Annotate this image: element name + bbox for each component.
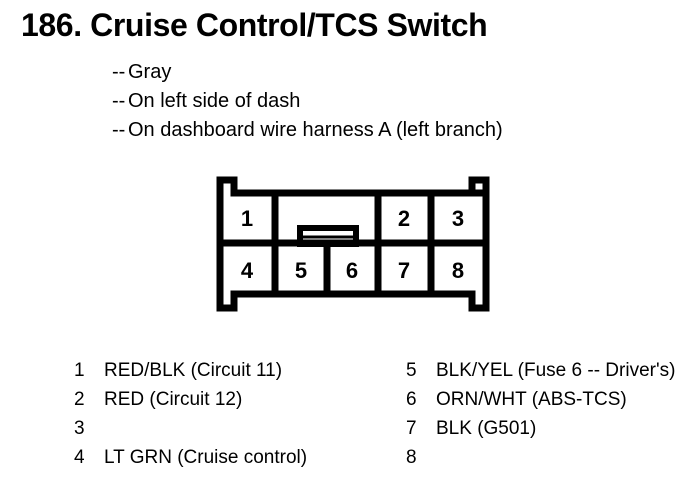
cavity-label-4: 4	[241, 258, 254, 283]
legend-pin-desc: BLK (G501)	[436, 418, 537, 439]
legend-row: 6 ORN/WHT (ABS-TCS)	[406, 385, 688, 414]
legend-pin-number: 3	[74, 418, 85, 439]
bullet-dash-icon: --	[112, 61, 126, 83]
note-item: -- Gray	[112, 58, 503, 87]
cavity-label-7: 7	[398, 258, 410, 283]
legend-pin-number: 1	[74, 360, 85, 381]
legend-pin-desc: ORN/WHT (ABS-TCS)	[436, 389, 627, 410]
pin-legend-right: 5 BLK/YEL (Fuse 6 -- Driver's) 6 ORN/WHT…	[406, 356, 688, 472]
connector-diagram: 1 2 3 4 5 6 7 8	[212, 174, 494, 314]
legend-pin-number: 6	[406, 389, 417, 410]
legend-row: 3	[74, 414, 394, 443]
page-title: 186. Cruise Control/TCS Switch	[21, 7, 488, 43]
legend-pin-number: 4	[74, 447, 85, 468]
cavity-label-6: 6	[346, 258, 358, 283]
legend-pin-number: 8	[406, 447, 417, 468]
bullet-dash-icon: --	[112, 90, 126, 112]
legend-row: 5 BLK/YEL (Fuse 6 -- Driver's)	[406, 356, 688, 385]
connector-shell-outline	[216, 176, 490, 312]
bullet-dash-icon: --	[112, 119, 126, 141]
legend-pin-number: 7	[406, 418, 417, 439]
legend-pin-desc: RED/BLK (Circuit 11)	[104, 360, 283, 381]
cavity-label-8: 8	[452, 258, 464, 283]
legend-pin-desc: RED (Circuit 12)	[104, 389, 243, 410]
legend-row: 4 LT GRN (Cruise control)	[74, 443, 394, 472]
note-item: -- On dashboard wire harness A (left bra…	[112, 116, 503, 145]
legend-pin-number: 2	[74, 389, 85, 410]
cavity-label-2: 2	[398, 206, 410, 231]
note-text: Gray	[128, 61, 172, 83]
legend-row: 8	[406, 443, 688, 472]
legend-pin-desc: LT GRN (Cruise control)	[104, 447, 308, 468]
cavity-label-1: 1	[241, 206, 253, 231]
cavity-label-3: 3	[452, 206, 464, 231]
legend-pin-number: 5	[406, 360, 417, 381]
note-text: On dashboard wire harness A (left branch…	[128, 119, 503, 141]
cavity-label-5: 5	[295, 258, 307, 283]
legend-pin-desc: BLK/YEL (Fuse 6 -- Driver's)	[436, 360, 676, 381]
pin-legend-left: 1 RED/BLK (Circuit 11) 2 RED (Circuit 12…	[74, 356, 394, 472]
legend-row: 2 RED (Circuit 12)	[74, 385, 394, 414]
legend-row: 1 RED/BLK (Circuit 11)	[74, 356, 394, 385]
latch-tab-icon	[297, 225, 359, 247]
note-text: On left side of dash	[128, 90, 301, 112]
note-list: -- Gray -- On left side of dash -- On da…	[112, 58, 503, 145]
legend-row: 7 BLK (G501)	[406, 414, 688, 443]
note-item: -- On left side of dash	[112, 87, 503, 116]
